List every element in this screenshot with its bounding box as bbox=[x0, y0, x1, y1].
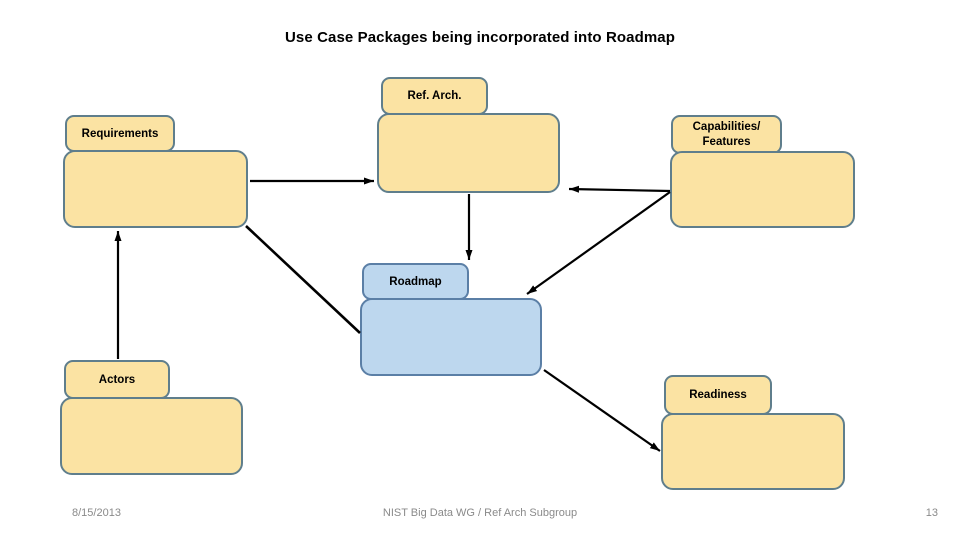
connector-capabilities-to-ref-arch bbox=[568, 185, 671, 193]
package-tab-roadmap: Roadmap bbox=[362, 263, 469, 300]
package-body-capabilities-features bbox=[670, 151, 855, 228]
connector-requirements-to-roadmap bbox=[245, 225, 361, 334]
package-tab-capabilities-features: Capabilities/ Features bbox=[671, 115, 782, 154]
connector-capabilities-to-roadmap bbox=[526, 191, 671, 295]
footer-group-name: NIST Big Data WG / Ref Arch Subgroup bbox=[382, 507, 578, 519]
footer-page-number: 13 bbox=[925, 507, 938, 519]
slide-title: Use Case Packages being incorporated int… bbox=[284, 29, 675, 46]
package-tab-requirements: Requirements bbox=[65, 115, 175, 152]
connector-roadmap-to-readiness bbox=[543, 369, 661, 452]
footer-date: 8/15/2013 bbox=[72, 507, 121, 519]
package-body-readiness bbox=[661, 413, 845, 490]
package-body-roadmap bbox=[360, 298, 542, 376]
package-body-requirements bbox=[63, 150, 248, 228]
package-body-ref-arch bbox=[377, 113, 560, 193]
package-body-actors bbox=[60, 397, 243, 475]
package-tab-actors: Actors bbox=[64, 360, 170, 399]
package-tab-ref-arch: Ref. Arch. bbox=[381, 77, 488, 115]
package-tab-readiness: Readiness bbox=[664, 375, 772, 415]
